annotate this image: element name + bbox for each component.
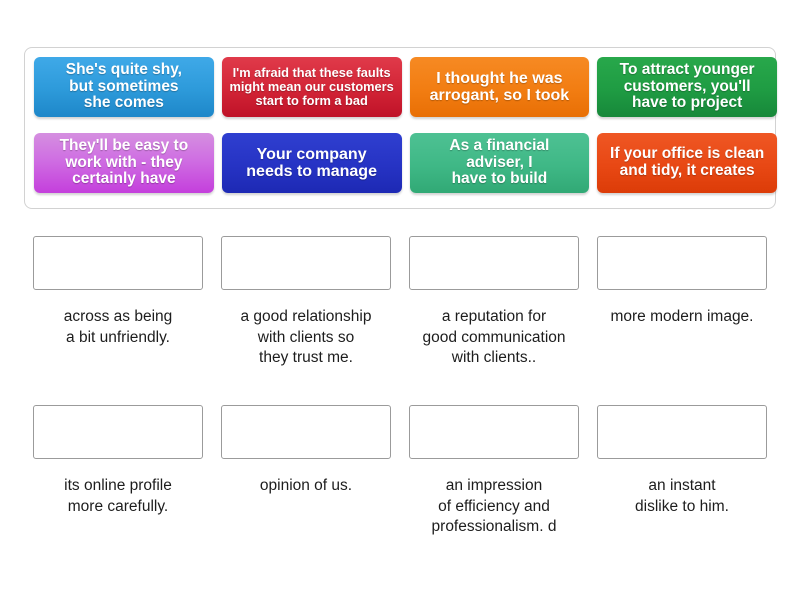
drop-box-1[interactable] xyxy=(33,236,203,290)
answer-slot-cell-7: an impression of efficiency and professi… xyxy=(400,405,588,538)
draggable-tile-7[interactable]: As a financial adviser, I have to build xyxy=(409,133,590,193)
draggable-tile-5[interactable]: They'll be easy to work with - they cert… xyxy=(34,133,214,193)
slot-label-1: across as being a bit unfriendly. xyxy=(63,308,173,346)
answer-slot-cell-3: a reputation for good communication with… xyxy=(400,236,588,369)
answer-slot-cell-1: across as being a bit unfriendly. xyxy=(24,236,212,369)
drop-box-2[interactable] xyxy=(221,236,391,290)
tile-2-text: I'm afraid that these faults might mean … xyxy=(229,65,394,108)
answer-slot-cell-6: opinion of us. xyxy=(212,405,400,538)
drop-box-8[interactable] xyxy=(597,405,767,459)
slot-label-4: more modern image. xyxy=(610,308,754,325)
tile-6-text: Your company needs to manage xyxy=(246,145,377,180)
slot-label-8: an instant dislike to him. xyxy=(635,477,729,515)
slot-label-3: a reputation for good communication with… xyxy=(422,308,566,367)
tile-7-text: As a financial adviser, I have to build xyxy=(449,136,550,188)
answer-slot-cell-4: more modern image. xyxy=(588,236,776,369)
tile-8-text: If your office is clean and tidy, it cre… xyxy=(610,145,765,179)
slot-label-7: an impression of efficiency and professi… xyxy=(431,477,557,536)
drop-box-4[interactable] xyxy=(597,236,767,290)
draggable-tile-1[interactable]: She's quite shy, but sometimes she comes xyxy=(34,57,214,117)
draggable-tile-2[interactable]: I'm afraid that these faults might mean … xyxy=(221,57,402,117)
draggable-tile-3[interactable]: I thought he was arrogant, so I took xyxy=(409,57,590,117)
slot-label-5: its online profile more carefully. xyxy=(64,477,172,515)
drop-box-7[interactable] xyxy=(409,405,579,459)
answer-slot-cell-2: a good relationship with clients so they… xyxy=(212,236,400,369)
answer-row-1: across as being a bit unfriendly. a good… xyxy=(24,236,776,369)
tile-3-text: I thought he was arrogant, so I took xyxy=(429,69,570,104)
slot-label-6: opinion of us. xyxy=(259,477,353,494)
drop-box-6[interactable] xyxy=(221,405,391,459)
tile-bank-row-2: They'll be easy to work with - they cert… xyxy=(25,133,777,201)
tile-4-text: To attract younger customers, you'll hav… xyxy=(619,60,755,112)
tile-5-text: They'll be easy to work with - they cert… xyxy=(59,136,189,188)
draggable-tile-4[interactable]: To attract younger customers, you'll hav… xyxy=(597,57,777,117)
tile-1-text: She's quite shy, but sometimes she comes xyxy=(65,60,182,112)
answer-slot-cell-5: its online profile more carefully. xyxy=(24,405,212,538)
answer-row-2: its online profile more carefully. opini… xyxy=(24,405,776,538)
tile-bank-row-1: She's quite shy, but sometimes she comes… xyxy=(25,57,777,125)
drop-box-5[interactable] xyxy=(33,405,203,459)
draggable-tile-6[interactable]: Your company needs to manage xyxy=(221,133,402,193)
tile-bank: She's quite shy, but sometimes she comes… xyxy=(24,47,777,209)
answer-slot-cell-8: an instant dislike to him. xyxy=(588,405,776,538)
draggable-tile-8[interactable]: If your office is clean and tidy, it cre… xyxy=(597,133,777,193)
slot-label-2: a good relationship with clients so they… xyxy=(240,308,372,367)
drop-box-3[interactable] xyxy=(409,236,579,290)
